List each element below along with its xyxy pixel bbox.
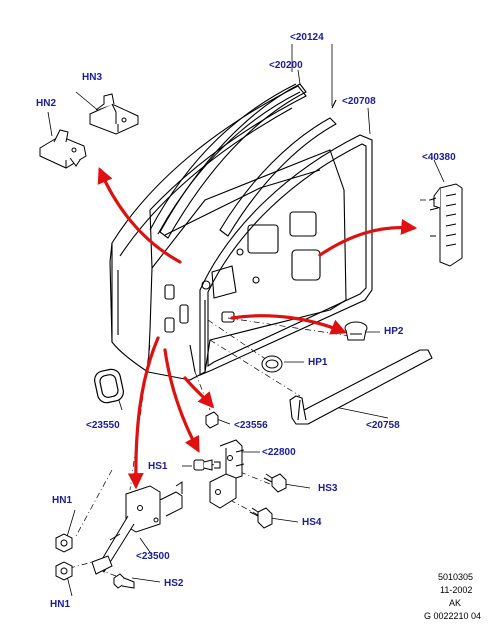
seal-20124 <box>149 83 337 235</box>
label-hs3: HS3 <box>318 483 338 494</box>
hinge-hn3 <box>89 93 139 135</box>
label-23556: <23556 <box>234 420 268 431</box>
label-22800: <22800 <box>262 447 296 458</box>
drawing-code: 5010305 <box>438 572 474 582</box>
nut-hn1-top <box>55 533 73 553</box>
bolt-hs4 <box>249 507 273 529</box>
bolt-hs2 <box>113 573 135 589</box>
seal-20758 <box>289 349 433 425</box>
hinge-22800 <box>209 439 245 509</box>
label-hs4: HS4 <box>302 517 322 528</box>
plug-hp1 <box>261 355 283 373</box>
label-hp1: HP1 <box>308 357 328 368</box>
label-20758: <20758 <box>366 420 400 431</box>
hinge-hn2 <box>39 129 87 169</box>
drawing-author: AK <box>449 598 462 608</box>
label-hs1: HS1 <box>148 461 168 472</box>
plug-hp2 <box>344 321 368 341</box>
bolt-hs3 <box>263 473 287 493</box>
label-20708: <20708 <box>342 96 376 107</box>
arrow-to-check-strap <box>127 336 160 490</box>
label-40380: <40380 <box>422 152 456 163</box>
arrow-to-clip-40380 <box>318 218 418 257</box>
check-strap-23500 <box>91 481 183 575</box>
label-20124: <20124 <box>290 32 324 43</box>
door-shell <box>109 83 347 381</box>
weatherstrip-20708 <box>199 134 373 376</box>
arrow-to-23556 <box>183 376 215 409</box>
drawing-date: 11-2002 <box>440 585 473 595</box>
label-23550: <23550 <box>86 420 120 431</box>
nut-hn1-bottom <box>55 561 73 581</box>
label-hn2: HN2 <box>36 98 57 109</box>
label-hn1-bottom: HN1 <box>50 599 71 610</box>
arrow-to-22800 <box>163 348 200 453</box>
label-hs2: HS2 <box>164 578 184 589</box>
arrow-to-hinge-hn2 <box>97 167 182 264</box>
drawing-reference: G 0022210 04 <box>424 611 482 621</box>
red-arrows <box>97 167 418 490</box>
clip-40380 <box>429 183 463 267</box>
label-23500: <23500 <box>136 551 170 562</box>
label-20200: <20200 <box>269 60 303 71</box>
bolt-hs1 <box>193 459 221 471</box>
label-hn3: HN3 <box>82 72 103 83</box>
label-hn1-top: HN1 <box>52 495 73 506</box>
grommet-23550 <box>94 368 124 404</box>
clip-23556 <box>205 411 219 429</box>
arrow-to-plug-hp2 <box>230 314 347 335</box>
label-hp2: HP2 <box>384 326 404 337</box>
